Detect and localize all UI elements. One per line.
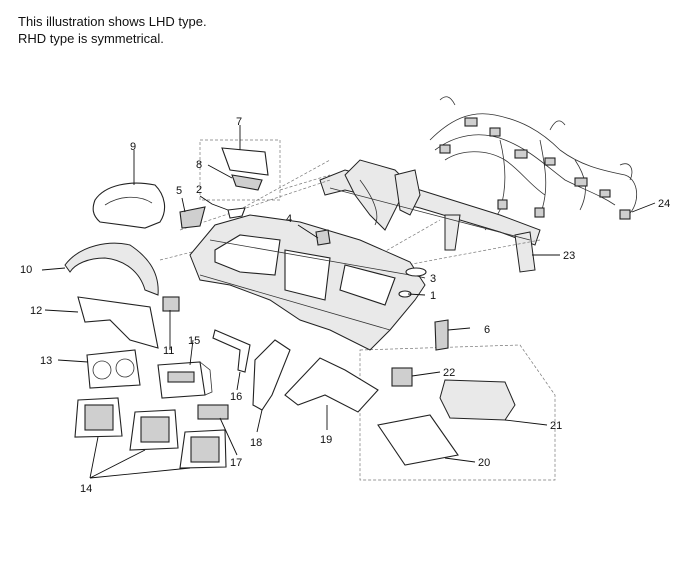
- callout-8: 8: [196, 159, 202, 171]
- part-center-side-panel: [252, 339, 291, 411]
- part-8-duct: [231, 174, 263, 191]
- part-cluster-fascia-panel: [92, 182, 166, 229]
- part-crash-pad-main: [189, 214, 426, 351]
- callout-13: 13: [40, 355, 52, 367]
- part-switch-assembly: [162, 296, 180, 312]
- callout-10: 10: [20, 264, 32, 276]
- callout-17: 17: [230, 457, 242, 469]
- part-5-bracket: [179, 206, 206, 229]
- callout-1: 1: [430, 290, 436, 302]
- part-lower-crash-pad: [284, 357, 379, 413]
- callout-2: 2: [196, 184, 202, 196]
- callout-12: 12: [30, 305, 42, 317]
- callout-16: 16: [230, 391, 242, 403]
- callout-20: 20: [478, 457, 490, 469]
- illustration-note-rhd: RHD type is symmetrical.: [18, 31, 164, 46]
- callout-11: 11: [163, 345, 174, 357]
- part-2-clip: [227, 207, 246, 219]
- part-glove-box: [377, 414, 459, 466]
- part-cowl-cross-bar: [319, 159, 541, 273]
- part-center-fascia-panels: [74, 397, 227, 469]
- callout-18: 18: [250, 437, 262, 449]
- illustration-note-lhd: This illustration shows LHD type.: [18, 14, 207, 29]
- callout-7: 7: [236, 116, 242, 128]
- part-cluster-lower-cover: [64, 242, 159, 296]
- callout-labels: 1 2 3 4 5 6 7 8 9 10 11 12 13 14 15 16 1…: [20, 116, 670, 495]
- callout-14: 14: [80, 483, 92, 495]
- part-center-bracket: [212, 329, 251, 373]
- part-main-wiring-harness: [429, 96, 638, 231]
- part-lower-side-panel: [77, 296, 159, 349]
- part-glove-box-housing: [439, 379, 516, 421]
- callout-9: 9: [130, 141, 136, 153]
- callout-5: 5: [176, 185, 182, 197]
- part-heater-control: [197, 404, 229, 420]
- callout-23: 23: [563, 250, 575, 262]
- part-small-components: [179, 147, 449, 351]
- part-6-bracket: [434, 319, 449, 351]
- part-7-cover: [221, 147, 269, 176]
- part-audio-unit: [157, 361, 213, 399]
- callout-19: 19: [320, 434, 332, 446]
- callout-6: 6: [484, 324, 490, 336]
- callout-15: 15: [188, 335, 200, 347]
- callout-4: 4: [286, 213, 292, 225]
- part-air-vent: [391, 367, 413, 387]
- callout-3: 3: [430, 273, 436, 285]
- callout-24: 24: [658, 198, 670, 210]
- part-instrument-cluster: [86, 349, 141, 389]
- callout-leader-lines: [41, 125, 656, 479]
- part-3-ring: [405, 267, 427, 277]
- callout-21: 21: [550, 420, 562, 432]
- part-4-sensor: [315, 229, 331, 246]
- callout-22: 22: [443, 367, 455, 379]
